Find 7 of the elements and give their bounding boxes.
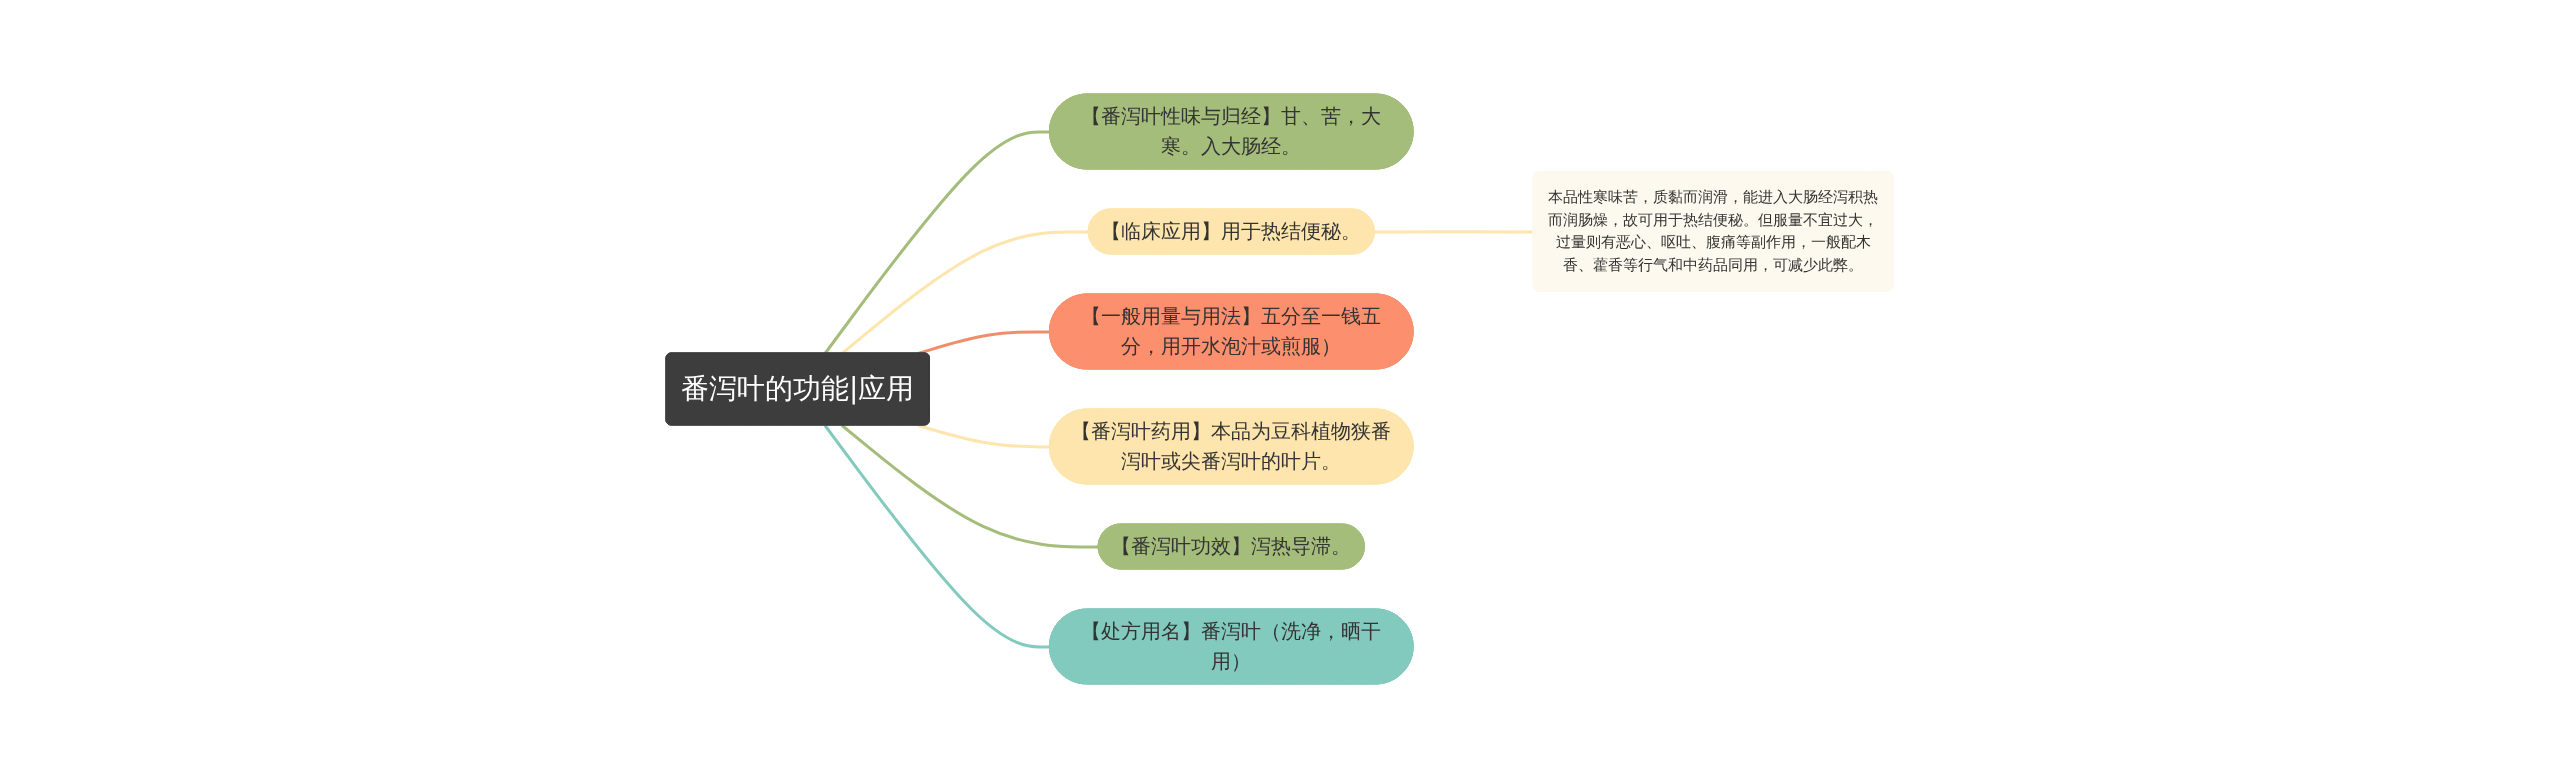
connector xyxy=(918,330,1051,355)
connector xyxy=(841,424,1100,549)
connector xyxy=(824,130,1051,355)
connector xyxy=(841,230,1090,355)
connector xyxy=(824,424,1051,649)
connector xyxy=(918,424,1051,449)
connector xyxy=(1375,230,1535,234)
